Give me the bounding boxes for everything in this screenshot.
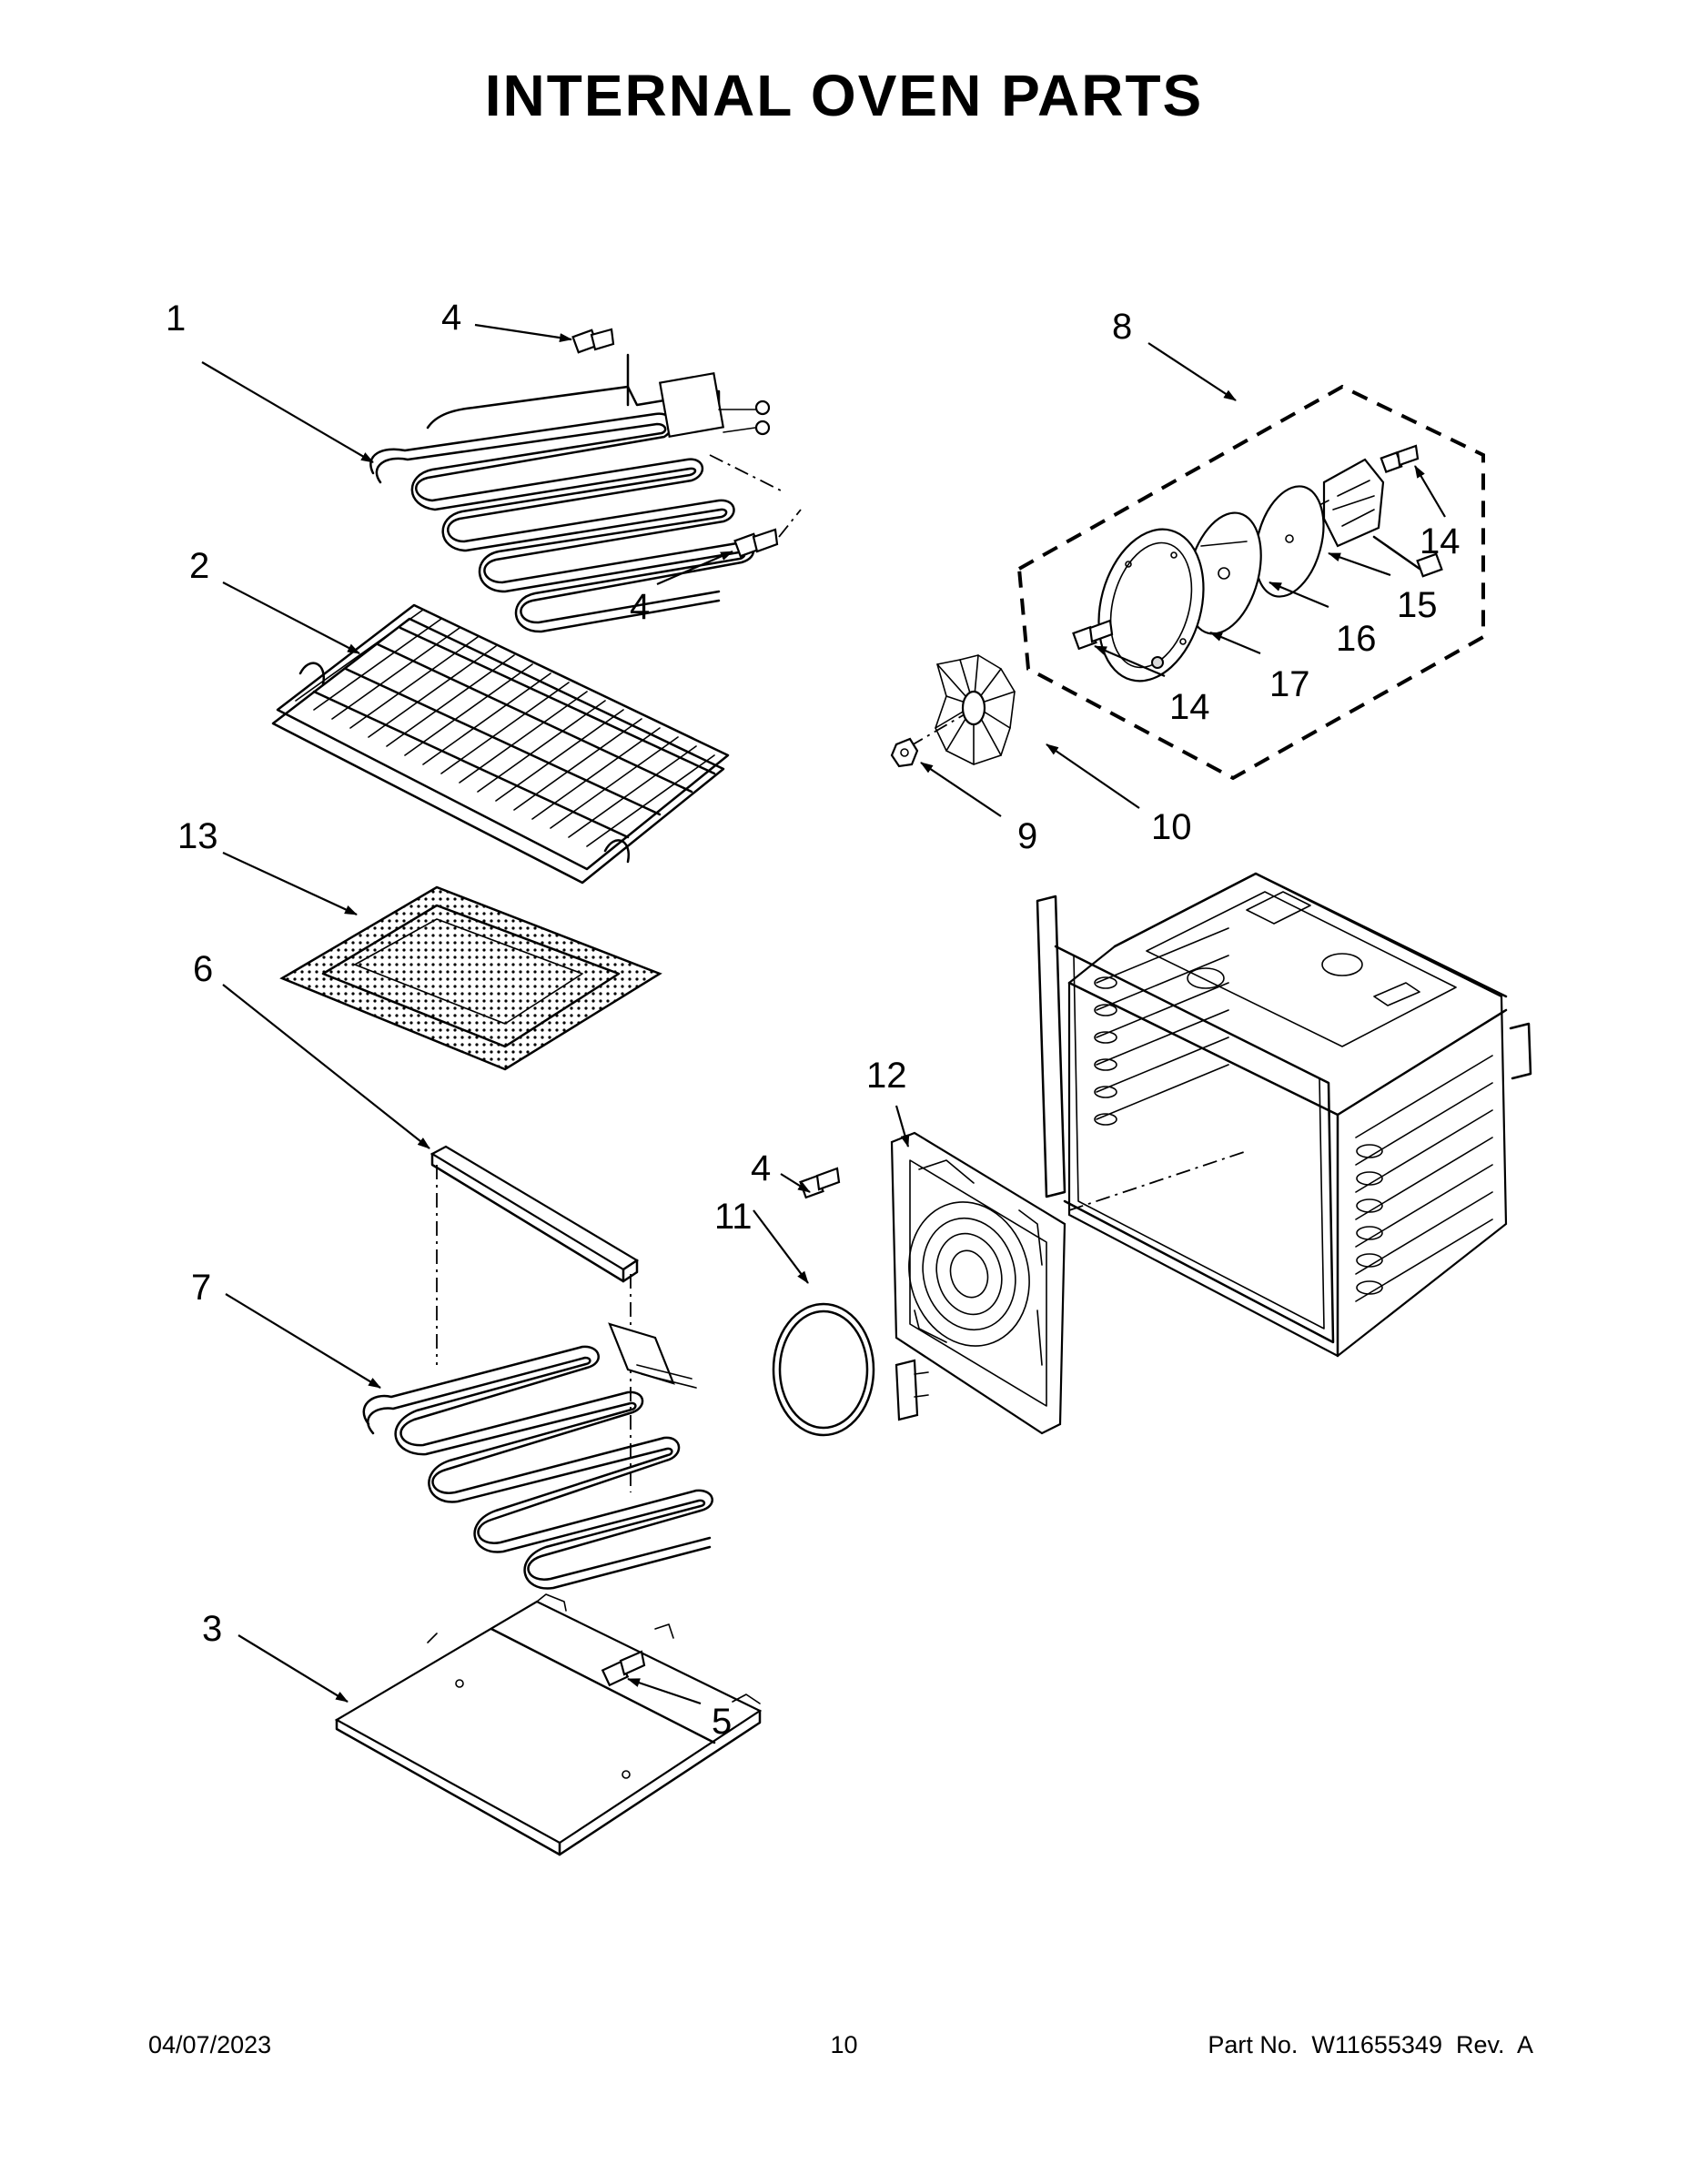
callout-4-top: 4	[441, 298, 461, 338]
screw-part-14-bottom	[1072, 619, 1114, 651]
convection-panel-part-12	[890, 1131, 1066, 1435]
motor-assembly-boundary-part-8	[1016, 384, 1485, 781]
screw-part-4-top	[571, 328, 615, 354]
oven-rack-part-2	[271, 603, 730, 885]
callout-7: 7	[191, 1268, 211, 1308]
callout-15: 15	[1397, 585, 1438, 625]
oven-bottom-part-3	[334, 1593, 763, 1856]
callout-3: 3	[202, 1609, 222, 1649]
callout-14-bottom: 14	[1169, 687, 1210, 727]
footer-page-number: 10	[830, 2031, 858, 2058]
callout-11: 11	[714, 1197, 753, 1237]
callout-6: 6	[193, 949, 213, 989]
callout-13: 13	[177, 816, 218, 856]
callout-9: 9	[1017, 816, 1037, 856]
fan-motor-part-15	[1309, 458, 1443, 578]
footer-date: 04/07/2023	[148, 2031, 272, 2058]
callout-4-panel: 4	[751, 1148, 771, 1188]
convection-element-part-11	[772, 1302, 929, 1437]
screw-part-5	[601, 1650, 646, 1687]
bake-shield-part-6	[430, 1145, 640, 1492]
screw-part-14-top	[1380, 444, 1420, 474]
callout-1: 1	[166, 298, 186, 339]
callout-leaders	[201, 323, 1446, 1705]
callout-10: 10	[1151, 807, 1192, 847]
callout-8: 8	[1112, 307, 1132, 347]
callout-16: 16	[1336, 619, 1377, 659]
page-title: INTERNAL OVEN PARTS	[484, 63, 1204, 128]
callout-5: 5	[712, 1702, 732, 1742]
callout-17: 17	[1269, 664, 1310, 704]
nut-part-9	[890, 737, 919, 768]
oven-cavity	[1036, 872, 1532, 1358]
broil-element-part-1	[369, 353, 783, 633]
footer-part-number: Part No. W11655349 Rev. A	[1208, 2031, 1533, 2058]
screw-part-4-panel	[799, 1167, 841, 1199]
callout-12: 12	[866, 1056, 907, 1096]
callout-2: 2	[189, 546, 209, 586]
fan-blade-part-10	[909, 654, 1016, 765]
callout-14-top: 14	[1420, 521, 1461, 561]
fan-cover-part-14-plate	[1097, 528, 1205, 682]
mesh-tray-part-13	[279, 885, 662, 1071]
callout-4-middle: 4	[630, 587, 650, 627]
bake-element-part-7	[362, 1322, 713, 1590]
screw-part-4-mid	[733, 509, 802, 558]
